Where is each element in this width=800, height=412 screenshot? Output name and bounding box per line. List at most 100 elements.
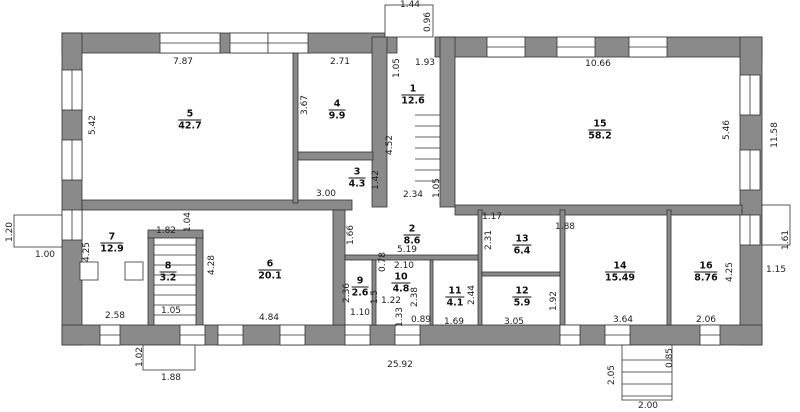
wall-interior	[81, 199, 353, 211]
dimension-label: 1.22	[380, 296, 402, 306]
dimension-label: 5.19	[396, 245, 418, 255]
wall-stair	[371, 36, 388, 208]
dimension-label: 1.15	[765, 265, 787, 275]
wall-9-10	[371, 259, 377, 326]
room-number: 14	[604, 261, 636, 273]
dimension-label: 1.10	[349, 308, 371, 318]
dimension-label: 2.44	[467, 284, 477, 306]
dimension-label: 1.20	[5, 221, 15, 243]
dimension-label: 2.31	[484, 229, 494, 251]
wall-13-12	[481, 271, 563, 277]
dimension-label: 2.34	[402, 190, 424, 200]
dimension-label: 1.02	[135, 346, 145, 368]
dimension-label: 1.61	[781, 229, 791, 251]
room-number: 4	[328, 99, 346, 111]
wall-2-bath	[344, 254, 481, 261]
dimension-label: 0.96	[423, 11, 433, 33]
room-number: 16	[694, 261, 718, 273]
wall-interior-right	[454, 204, 743, 216]
dimension-label: 1.05	[160, 306, 182, 316]
dimension-label: 1.05	[432, 177, 442, 199]
porch-bottom-left	[142, 344, 196, 371]
dimension-label: 1.92	[549, 290, 559, 312]
room-area: 9.9	[328, 110, 346, 122]
room-area: 2.6	[351, 287, 369, 299]
wall-14-16	[666, 209, 672, 326]
dimension-label: 2.00	[637, 401, 659, 411]
total-width-label: 25.92	[387, 360, 413, 370]
dimension-label: 2.10	[393, 261, 415, 271]
porch-right	[761, 204, 791, 246]
room-number: 8	[159, 261, 177, 273]
room-area: 4.3	[348, 178, 366, 190]
room-area: 20.1	[258, 270, 282, 282]
dimension-label: 1.04	[183, 211, 193, 233]
dimension-label: 2.05	[607, 364, 617, 386]
dimension-label: 5.46	[722, 119, 732, 141]
room-number: 3	[348, 167, 366, 179]
dimension-label: 0.78	[378, 251, 388, 273]
room-area: 12.6	[401, 95, 425, 107]
dimension-label: 2.71	[329, 57, 351, 67]
room-number: 11	[445, 286, 465, 298]
dimension-label: 2.06	[695, 315, 717, 325]
wall-4-3	[297, 151, 374, 161]
dimension-label: 1.5	[370, 289, 380, 305]
dimension-label: 3.64	[612, 315, 634, 325]
dimension-label: 2.58	[104, 311, 126, 321]
dimension-label: 0.89	[410, 315, 432, 325]
room-area: 6.4	[513, 245, 531, 257]
room-area: 42.7	[178, 120, 202, 132]
room-number: 1	[401, 84, 425, 96]
porch-bottom-right	[621, 344, 673, 401]
wall-6-2	[332, 209, 346, 326]
dimension-label: 1.17	[481, 212, 503, 222]
room-number: 6	[258, 259, 282, 271]
room-number: 2	[403, 224, 421, 236]
dimension-label: 1.69	[443, 317, 465, 327]
wall-stair-right	[439, 36, 456, 208]
dimension-label: 1.00	[34, 250, 56, 260]
porch-left	[13, 214, 63, 248]
room-area: 12.9	[100, 243, 124, 255]
wall-stair-8b	[195, 234, 204, 326]
stove-icon	[79, 261, 99, 281]
dimension-label: 1.33	[395, 306, 405, 328]
dimension-label: 1.88	[554, 222, 576, 232]
dimension-label: 4.28	[207, 254, 217, 276]
room-number: 12	[512, 286, 532, 298]
dimension-label: 5.42	[88, 114, 98, 136]
dimension-label: 0.85	[665, 347, 675, 369]
wall-stair-8	[147, 234, 155, 326]
room-number: 9	[351, 276, 369, 288]
room-number: 7	[100, 232, 124, 244]
wall-11-12	[477, 209, 483, 326]
room-area: 8.76	[694, 272, 718, 284]
dimension-label: 10.66	[585, 59, 611, 69]
dimension-label: 3.00	[315, 189, 337, 199]
room-number: 5	[178, 109, 202, 121]
porch-top	[384, 4, 434, 38]
dimension-label: 4.25	[725, 261, 735, 283]
dimension-label: 1.05	[392, 57, 402, 79]
dimension-label: 2.38	[410, 286, 420, 308]
room-area: 8.6	[403, 235, 421, 247]
dimension-label: 2.36	[342, 282, 352, 304]
dimension-label: 4.84	[258, 313, 280, 323]
room-number: 15	[588, 119, 612, 131]
